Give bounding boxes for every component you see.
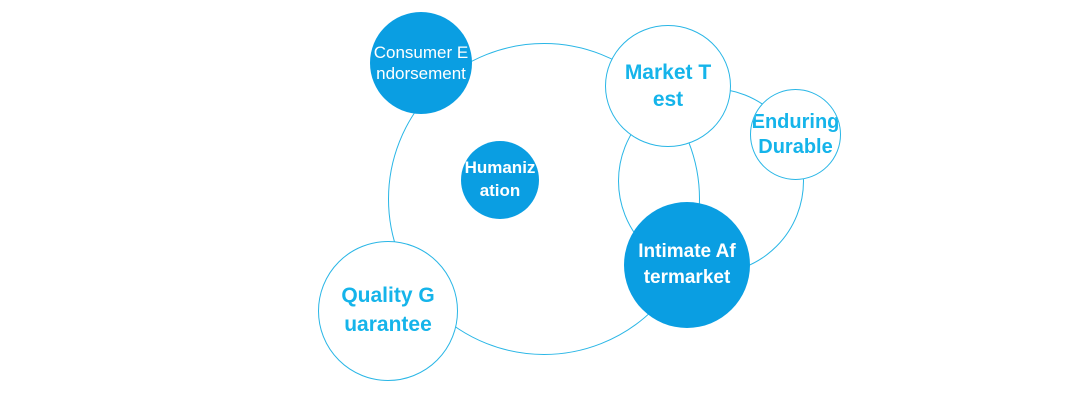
node-intimate-aftermarket: Intimate Aftermarket: [624, 202, 750, 328]
node-label: Enduring Durable: [751, 110, 840, 158]
node-enduring-durable: Enduring Durable: [750, 89, 841, 180]
node-consumer-endorsement: Consumer Endorsement: [370, 12, 472, 114]
node-label: Quality Guarantee: [341, 284, 435, 336]
node-label: Market Test: [624, 60, 712, 111]
node-quality-guarantee: Quality Guarantee: [318, 241, 458, 381]
node-label: Intimate Aftermarket: [638, 241, 736, 288]
node-label: Consumer Endorsement: [373, 42, 469, 83]
node-market-test: Market Test: [605, 25, 731, 147]
node-label: Humanization: [464, 158, 536, 200]
node-humanization: Humanization: [461, 141, 539, 219]
